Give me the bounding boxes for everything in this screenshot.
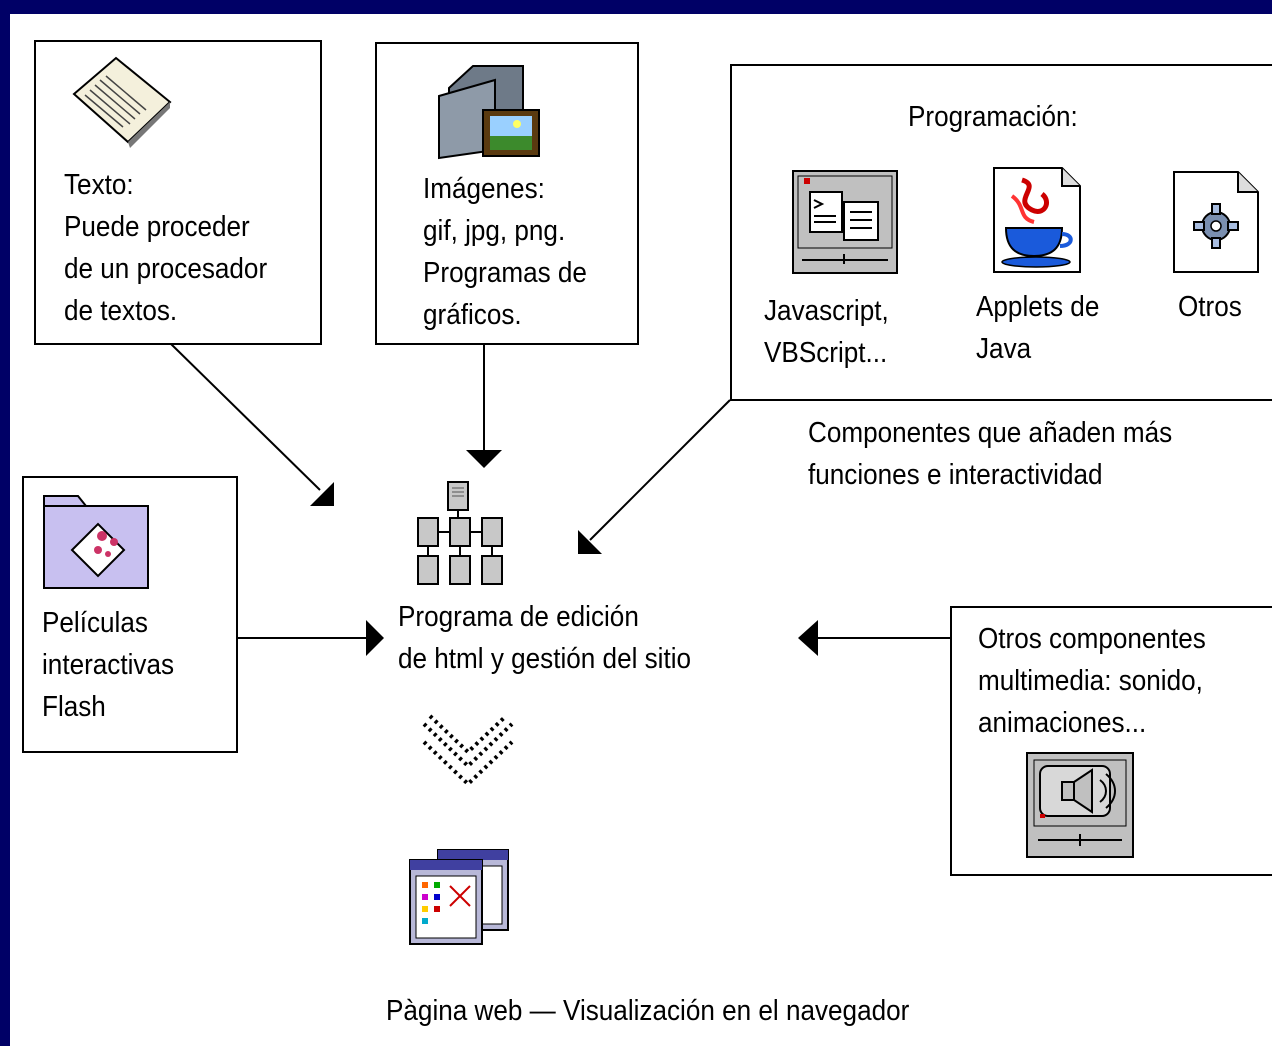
- peliculas-label: Películas interactivas Flash: [42, 602, 174, 728]
- web-page-icon: [409, 849, 509, 945]
- imagenes-line-3: Programas de: [423, 257, 587, 289]
- imagenes-line-4: gráficos.: [423, 299, 522, 331]
- componentes-line-1: Componentes que añaden más: [808, 417, 1173, 449]
- peliculas-box: Películas interactivas Flash: [22, 476, 238, 753]
- arrow-texto-head: [310, 482, 334, 506]
- prog-item-2-line-1: Applets de: [976, 291, 1100, 323]
- multimedia-line-1: Otros componentes: [978, 623, 1206, 655]
- prog-item-2-label: Applets de Java: [976, 286, 1099, 370]
- prog-item-3-line-1: Otros: [1178, 291, 1242, 323]
- multimedia-label: Otros componentes multimedia: sonido, an…: [978, 618, 1206, 744]
- texto-line-4: de textos.: [64, 295, 178, 327]
- peliculas-line-2: interactivas: [42, 649, 175, 681]
- speaker-monitor-icon: [1026, 752, 1134, 858]
- flash-folder-icon: [43, 495, 149, 589]
- texto-line-2: Puede proceder: [64, 211, 250, 243]
- texto-line-1: Texto:: [64, 169, 134, 201]
- arrow-peliculas-head: [366, 620, 384, 656]
- arrow-imagenes-head: [466, 450, 502, 468]
- multimedia-line-2: multimedia: sonido,: [978, 665, 1203, 697]
- center-label: Programa de edición de html y gestión de…: [398, 596, 691, 680]
- imagenes-line-1: Imágenes:: [423, 173, 545, 205]
- prog-item-3-label: Otros: [1178, 286, 1242, 328]
- down-chevrons-icon: [422, 714, 514, 787]
- componentes-line-2: funciones e interactividad: [808, 459, 1103, 491]
- prog-item-1-line-1: Javascript,: [764, 295, 889, 327]
- texto-box: Texto: Puede proceder de un procesador d…: [34, 40, 322, 345]
- componentes-caption: Componentes que añaden más funciones e i…: [808, 412, 1172, 496]
- prog-item-1-line-2: VBScript...: [764, 337, 888, 369]
- prog-item-2-line-2: Java: [976, 333, 1032, 365]
- site-structure-icon: [417, 481, 503, 585]
- center-line-1: Programa de edición: [398, 601, 639, 633]
- script-window-icon: [792, 170, 898, 274]
- arrow-programacion-line: [589, 399, 731, 541]
- peliculas-line-1: Películas: [42, 607, 148, 639]
- text-document-icon: [72, 56, 172, 148]
- arrow-programacion-head: [578, 530, 602, 554]
- imagenes-box: Imágenes: gif, jpg, png. Programas de gr…: [375, 42, 639, 345]
- java-cup-icon: [993, 167, 1081, 273]
- arrow-texto-line: [169, 342, 321, 491]
- multimedia-line-3: animaciones...: [978, 707, 1147, 739]
- arrow-multimedia-head: [798, 620, 818, 656]
- center-line-2: de html y gestión del sitio: [398, 643, 692, 675]
- programacion-box: Programación:: [730, 64, 1272, 401]
- gear-document-icon: [1173, 171, 1259, 273]
- footer-caption: Pàgina web — Visualización en el navegad…: [386, 995, 910, 1027]
- texto-line-3: de un procesador: [64, 253, 268, 285]
- texto-label: Texto: Puede proceder de un procesador d…: [64, 164, 267, 332]
- imagenes-line-2: gif, jpg, png.: [423, 215, 566, 247]
- imagenes-label: Imágenes: gif, jpg, png. Programas de gr…: [423, 168, 587, 336]
- multimedia-box: Otros componentes multimedia: sonido, an…: [950, 606, 1272, 876]
- prog-item-1-label: Javascript, VBScript...: [764, 290, 889, 374]
- programacion-title: Programación:: [908, 101, 1078, 133]
- image-folder-icon: [438, 65, 540, 160]
- peliculas-line-3: Flash: [42, 691, 106, 723]
